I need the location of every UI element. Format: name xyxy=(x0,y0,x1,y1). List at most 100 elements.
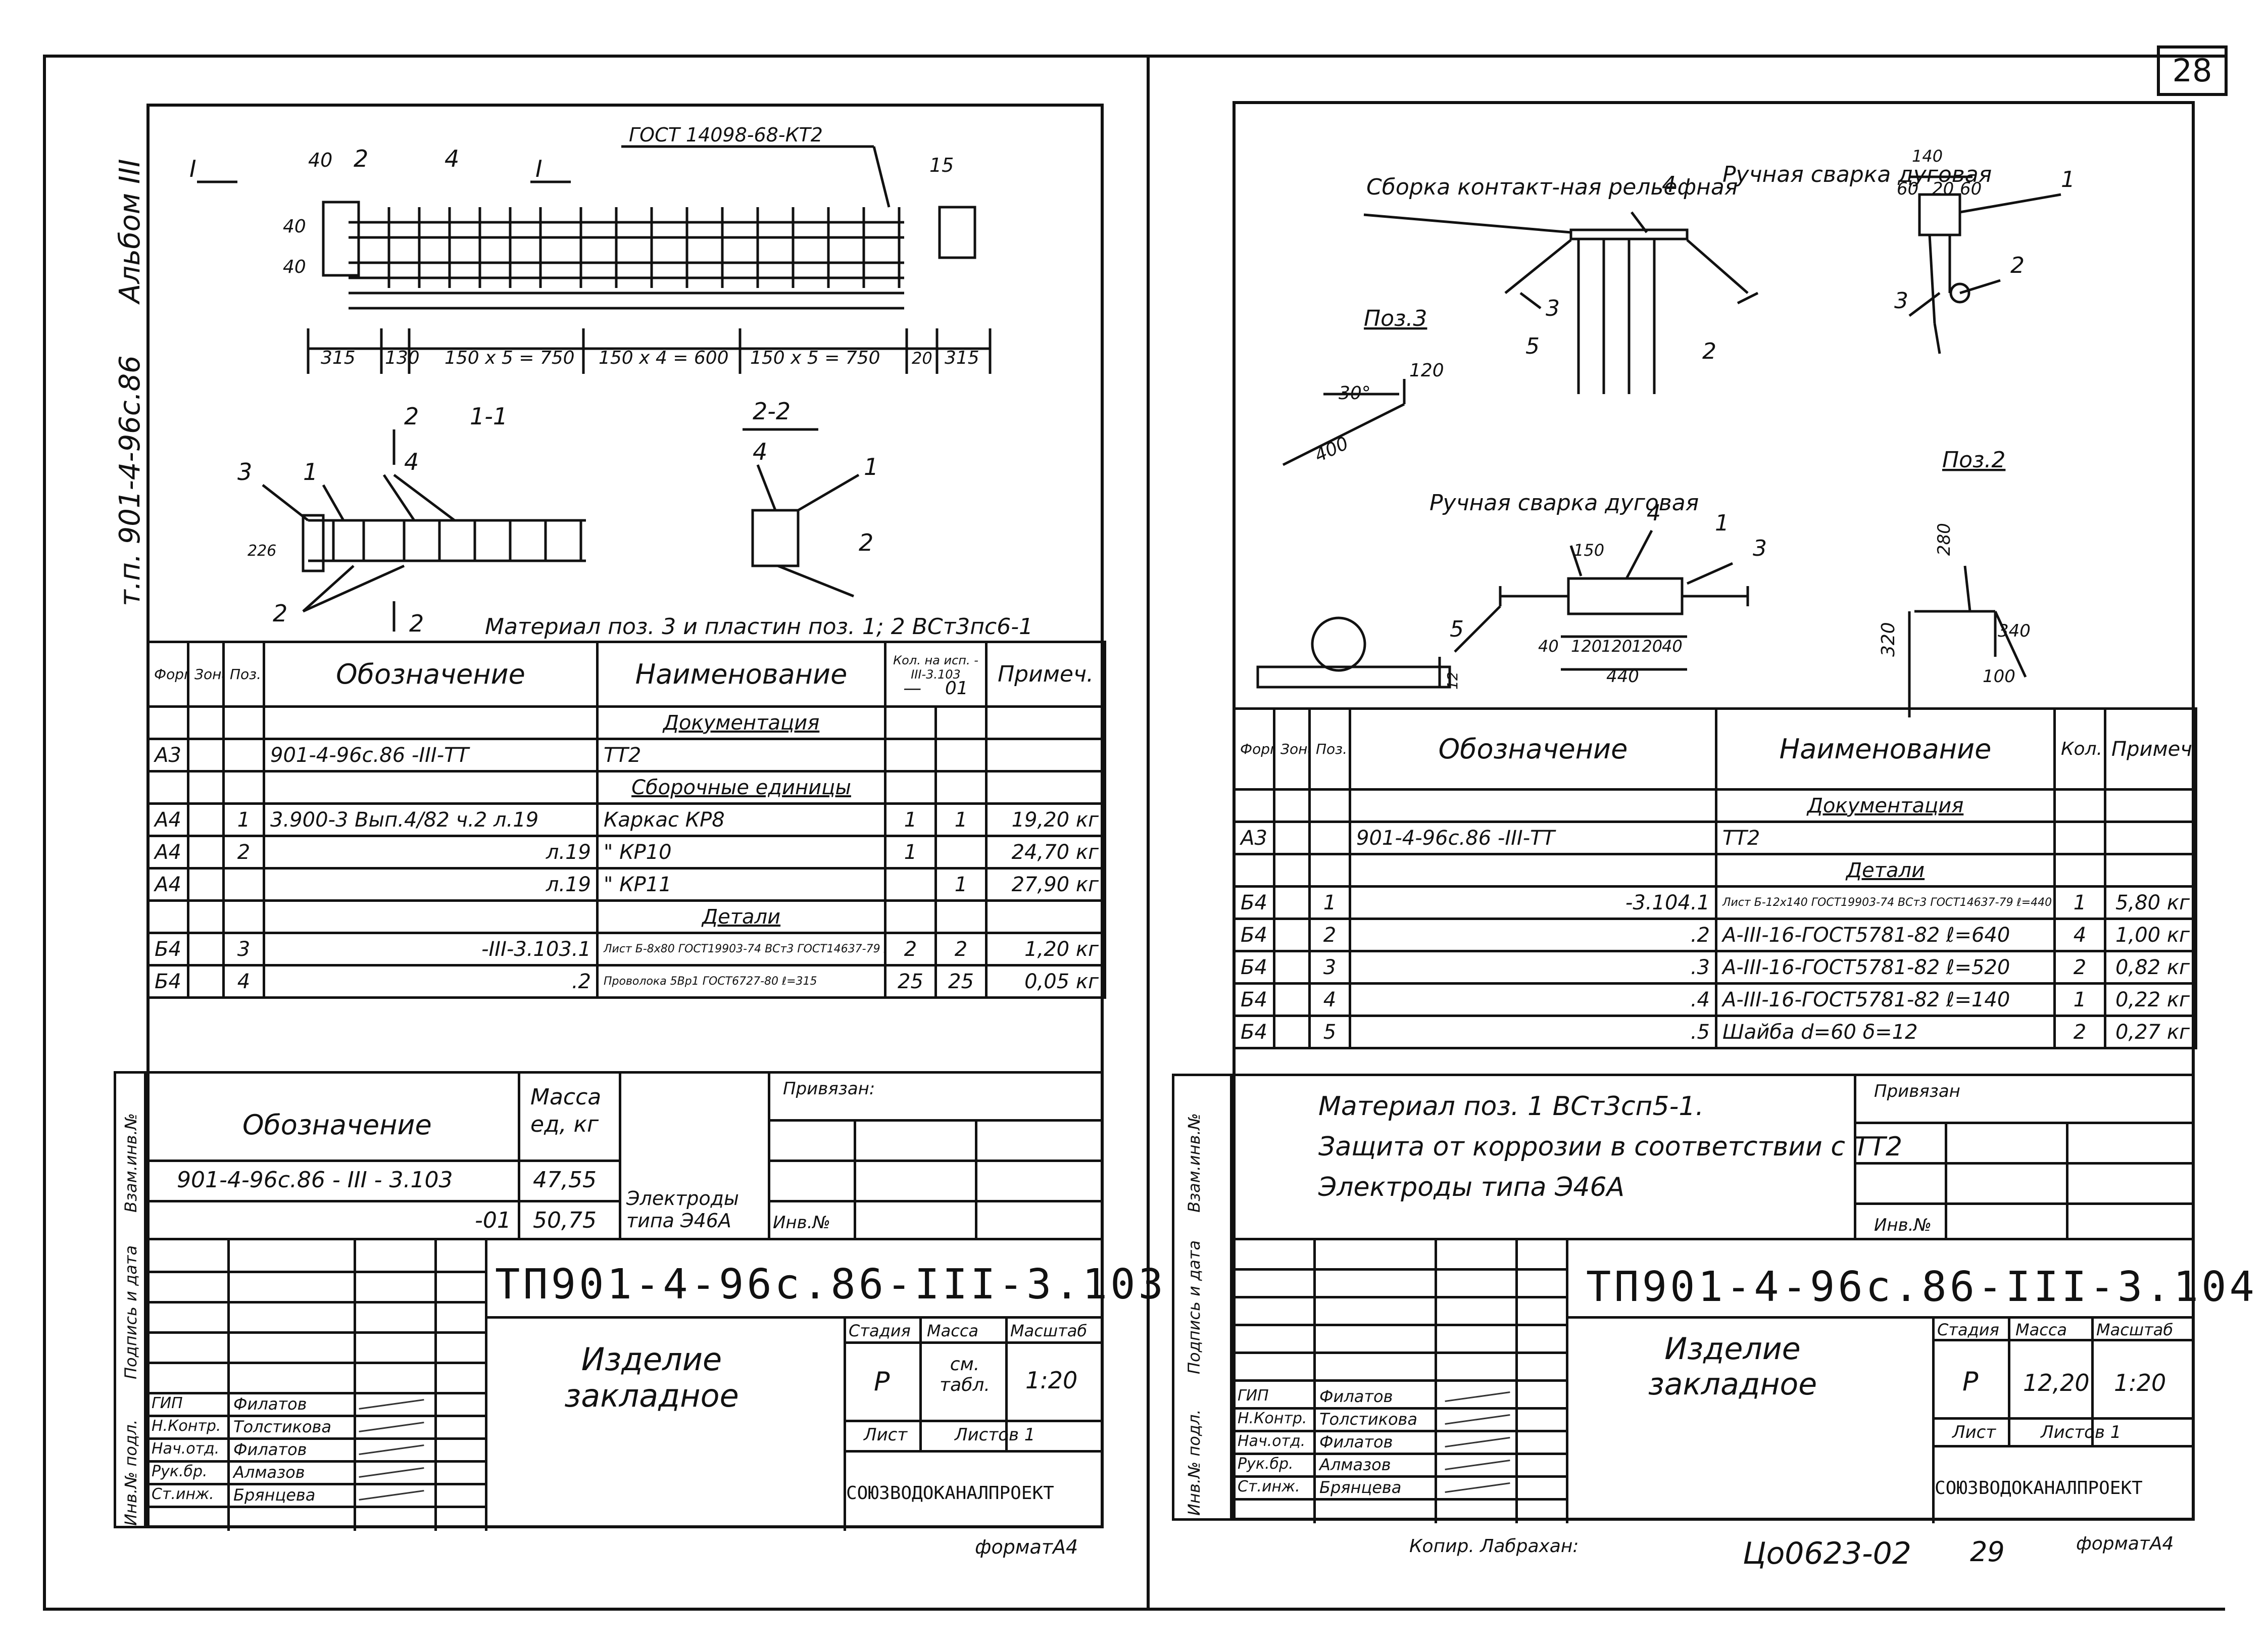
rtb-stage-line xyxy=(1932,1339,2195,1341)
row-designation: .2 xyxy=(263,964,599,999)
rtb-row xyxy=(1232,1498,1566,1501)
row-zone xyxy=(187,705,225,740)
row-designation: 901-4-96с.86 -III-ТТ xyxy=(1349,820,1717,855)
tb-stage-line-2 xyxy=(844,1420,1104,1422)
row-zone xyxy=(187,964,225,999)
tb-row xyxy=(146,1301,485,1303)
rh-format: Формат xyxy=(1232,707,1275,791)
row-format xyxy=(146,770,189,805)
right-spec-header: Формат Зона Поз. Обозначение Наименовани… xyxy=(1232,707,2197,791)
row-format: Б4 xyxy=(1232,917,1275,952)
row-name: Проволока 5Вр1 ГОСТ6727-80 ℓ=315 xyxy=(596,964,886,999)
r-link-col xyxy=(1854,1076,1856,1240)
h-note: Примеч. xyxy=(985,641,1107,708)
h-qty-label: Кол. на исп. -III-3.103 xyxy=(893,653,978,682)
row-qty-b: 1 xyxy=(934,867,988,902)
right-tb-scale: 1:20 xyxy=(2114,1369,2166,1396)
left-tb-stage-h: Стадия xyxy=(849,1321,911,1340)
row-name: Каркас КР8 xyxy=(596,802,886,837)
left-inv-no: Инв.№ xyxy=(773,1213,830,1233)
table-row: Документация xyxy=(146,705,1107,740)
h-zone: Зона xyxy=(187,641,225,708)
left-footer-format: форматА4 xyxy=(975,1536,1078,1558)
link-row-3 xyxy=(768,1200,1104,1202)
row-zone xyxy=(1273,917,1311,952)
rtb-row xyxy=(1232,1475,1566,1478)
rtb-stage-line-3 xyxy=(1932,1445,2195,1447)
row-note xyxy=(2104,853,2197,888)
row-zone xyxy=(187,738,225,772)
h-name: Наименование xyxy=(596,641,886,708)
row-format: Б4 xyxy=(1232,982,1275,1017)
right-side-strip xyxy=(1172,1074,1232,1521)
row-qty-b: 2 xyxy=(934,932,988,967)
row-name: А-III-16-ГОСТ5781-82 ℓ=520 xyxy=(1715,950,2056,985)
rh-name: Наименование xyxy=(1715,707,2056,791)
signature xyxy=(359,1398,424,1410)
row-note: 27,90 кг xyxy=(985,867,1107,902)
row-qty-a xyxy=(884,705,937,740)
row-name: А-III-16-ГОСТ5781-82 ℓ=640 xyxy=(1715,917,2056,952)
h-format: Формат xyxy=(146,641,189,708)
row-format: А3 xyxy=(146,738,189,772)
row-qty-a: 1 xyxy=(884,835,937,870)
rh-pos: Поз. xyxy=(1308,707,1351,791)
signature xyxy=(1445,1459,1510,1471)
tb-row xyxy=(146,1415,485,1417)
rtb-col xyxy=(1566,1240,1568,1523)
footer-copy-note: Копир. Лабрахан: xyxy=(1409,1536,1579,1557)
signer-name: Филатов xyxy=(1319,1432,1393,1452)
rtb-row xyxy=(1232,1379,1566,1382)
row-pos: 1 xyxy=(1308,885,1351,920)
row-zone xyxy=(1273,950,1311,985)
signer-name: Толстикова xyxy=(233,1417,331,1436)
rtb-row xyxy=(1232,1351,1566,1354)
signer-role: Рук.бр. xyxy=(1238,1455,1294,1473)
signer-name: Брянцева xyxy=(1319,1478,1402,1497)
left-title-block: ТП901-4-96с.86-III-3.103 Изделие закладн… xyxy=(146,1238,1163,1531)
right-title-block: ТП901-4-96с.86-III-3.104 Изделие закладн… xyxy=(1232,1238,2254,1523)
left-spec-header: Формат Зона Поз. Обозначение Наименовани… xyxy=(146,641,1107,708)
rtb-row xyxy=(1232,1430,1566,1432)
footer-code: Цо0623-02 xyxy=(1743,1536,1911,1571)
mass-row-1-mass: 50,75 xyxy=(533,1208,597,1233)
row-note: 0,82 кг xyxy=(2104,950,2197,985)
r-link-row-3 xyxy=(1854,1202,2195,1205)
row-designation: л.19 xyxy=(263,867,599,902)
right-tb-code: ТП901-4-96с.86-III-3.104 xyxy=(1586,1263,2257,1311)
rtb-row xyxy=(1232,1407,1566,1410)
row-designation: .5 xyxy=(1349,1015,1717,1049)
row-pos: 3 xyxy=(1308,950,1351,985)
left-tb-org: СОЮЗВОДОКАНАЛПРОЕКТ xyxy=(846,1483,1054,1504)
row-pos: 1 xyxy=(222,802,265,837)
row-qty-b xyxy=(934,899,988,934)
row-note xyxy=(985,705,1107,740)
left-tb-scale: 1:20 xyxy=(1025,1367,1078,1394)
row-qty xyxy=(2053,853,2106,888)
signer-role: Нач.отд. xyxy=(1238,1432,1306,1450)
rtb-col xyxy=(1515,1240,1518,1523)
right-tb-sheet-h: Лист xyxy=(1952,1422,1996,1442)
tb-row xyxy=(146,1392,485,1394)
signer-name: Филатов xyxy=(1319,1387,1393,1406)
row-note: 0,27 кг xyxy=(2104,1015,2197,1049)
tb-col xyxy=(227,1240,230,1531)
tb-row xyxy=(146,1437,485,1440)
link-row-2 xyxy=(768,1160,1104,1162)
row-qty-b: 25 xyxy=(934,964,988,999)
row-qty-a xyxy=(884,770,937,805)
left-tb-mass-h: Масса xyxy=(927,1321,979,1340)
row-qty-b: 1 xyxy=(934,802,988,837)
outer-frame-bottom xyxy=(43,1608,2225,1611)
row-designation xyxy=(263,899,599,934)
row-pos: 2 xyxy=(1308,917,1351,952)
rh-zone: Зона xyxy=(1273,707,1311,791)
row-designation xyxy=(1349,788,1717,823)
row-pos: 4 xyxy=(222,964,265,999)
row-qty xyxy=(2053,820,2106,855)
page-number-box: 28 xyxy=(2157,45,2228,96)
row-pos xyxy=(222,705,265,740)
row-pos xyxy=(222,738,265,772)
row-qty-a: 25 xyxy=(884,964,937,999)
